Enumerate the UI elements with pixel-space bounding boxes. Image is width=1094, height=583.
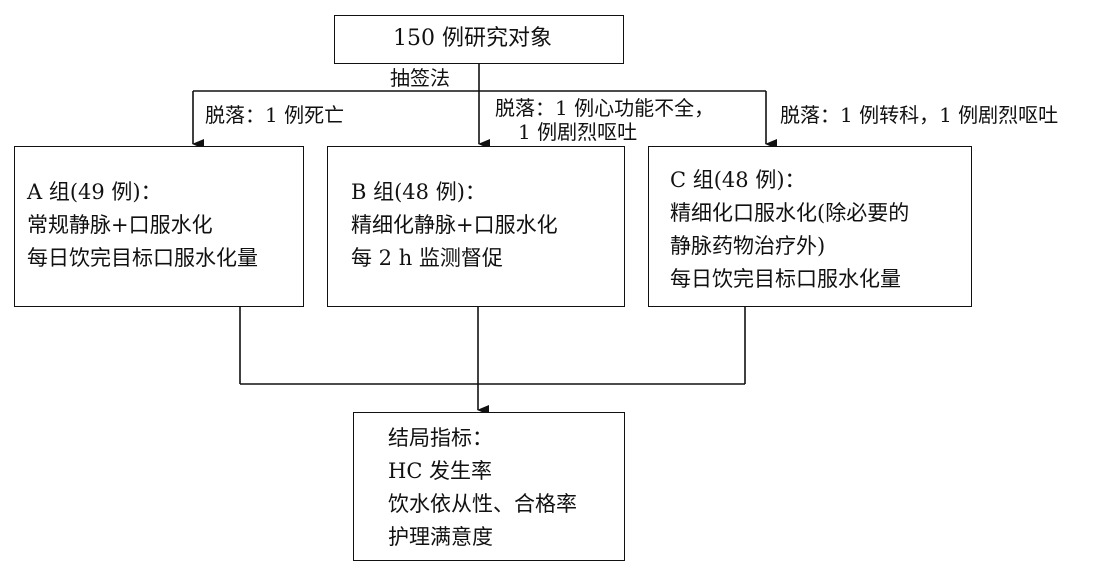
group-b-line-3: 每 2 h 监测督促 [351,246,503,270]
outcome-line-3: 饮水依从性、合格率 [388,492,577,516]
group-b-box: B 组(48 例)： 精细化静脉+口服水化 每 2 h 监测督促 [327,146,625,307]
outcome-indicators-box: 结局指标： HC 发生率 饮水依从性、合格率 护理满意度 [353,412,625,561]
group-b-line-2: 精细化静脉+口服水化 [351,213,558,237]
group-c-line-2: 精细化口服水化(除必要的 [670,201,910,225]
dropout-label-group-c: 脱落：1 例转科，1 例剧烈呕吐 [780,103,1059,127]
group-a-line-3: 每日饮完目标口服水化量 [27,246,258,270]
dropout-label-group-b-line2: 1 例剧烈呕吐 [518,120,638,144]
group-b-title: B 组(48 例)： [351,180,486,204]
group-a-box: A 组(49 例)： 常规静脉+口服水化 每日饮完目标口服水化量 [14,146,304,307]
outcome-line-2: HC 发生率 [388,459,493,483]
study-population-box: 150 例研究对象 [334,15,624,64]
group-a-line-2: 常规静脉+口服水化 [27,213,213,237]
randomization-method-label: 抽签法 [390,66,450,90]
group-c-box: C 组(48 例)： 精细化口服水化(除必要的 静脉药物治疗外) 每日饮完目标口… [648,146,972,307]
group-c-line-3: 静脉药物治疗外) [670,234,826,258]
dropout-label-group-b-line1: 脱落：1 例心功能不全， [495,96,715,120]
group-a-title: A 组(49 例)： [27,180,162,204]
group-c-line-4: 每日饮完目标口服水化量 [670,267,901,291]
group-c-title: C 组(48 例)： [670,168,806,192]
study-population-text: 150 例研究对象 [393,26,552,51]
dropout-label-group-a: 脱落：1 例死亡 [205,103,345,127]
outcome-line-4: 护理满意度 [388,525,493,549]
outcome-title: 结局指标： [388,426,493,450]
